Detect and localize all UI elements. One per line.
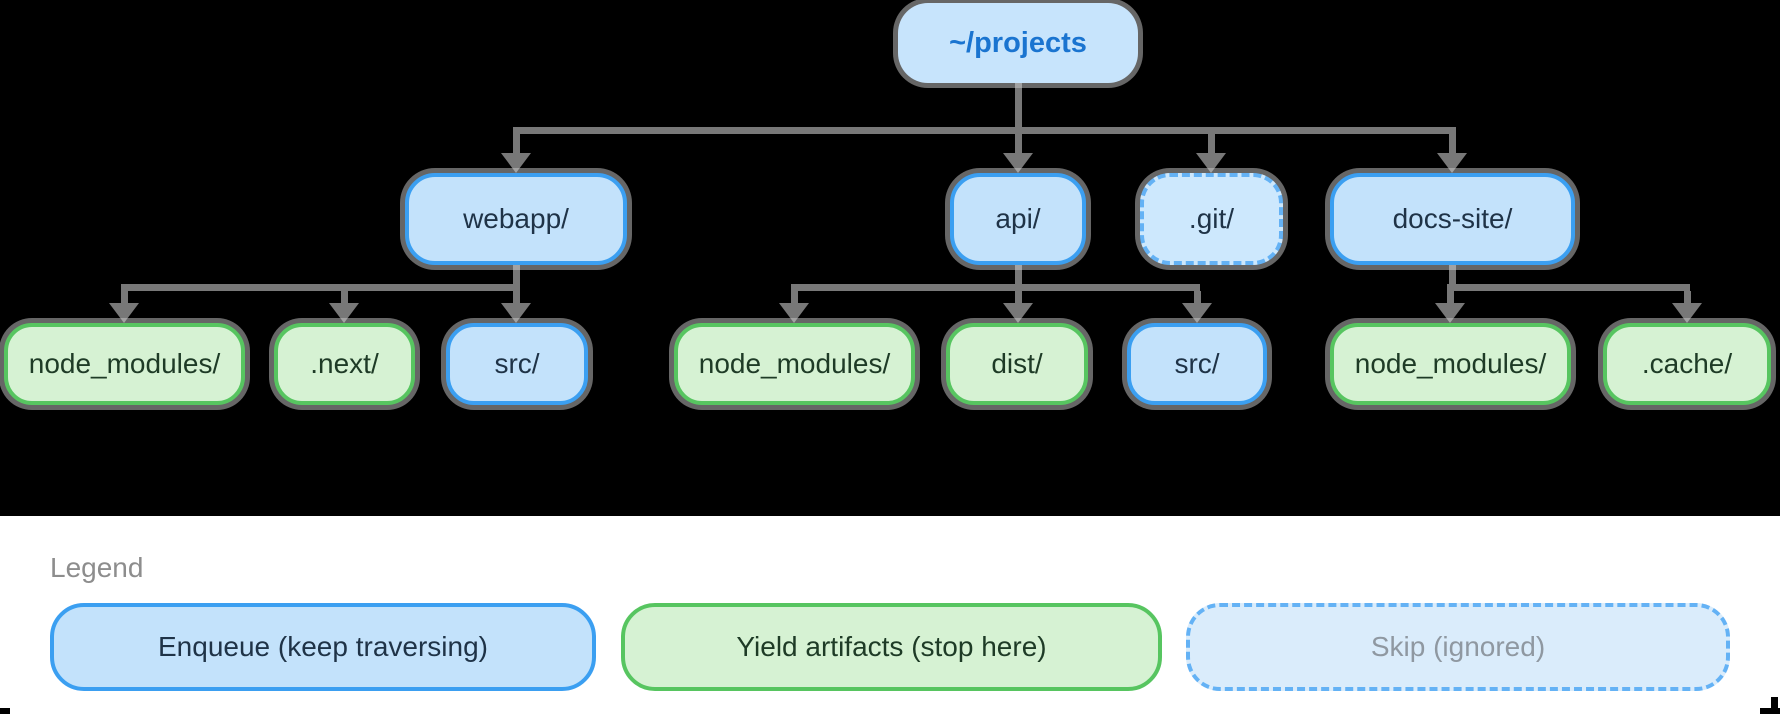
connector-drop-api <box>1015 134 1022 156</box>
connector-drop-cache <box>1684 291 1691 305</box>
tree-node-webapp-node-modules: node_modules/ <box>4 323 245 405</box>
connector-api-bus <box>791 284 1200 291</box>
tree-node-webapp-next: .next/ <box>274 323 415 405</box>
corner-mark-bottom-left <box>0 708 10 714</box>
connector-drop-nm3 <box>1447 291 1454 305</box>
arrowhead-icon-dist <box>1003 303 1033 323</box>
tree-node-api-src: src/ <box>1127 323 1267 405</box>
arrowhead-icon-docs <box>1437 153 1467 173</box>
connector-root-stub <box>1015 80 1022 134</box>
arrowhead-icon-src2 <box>1182 303 1212 323</box>
connector-drop-src2 <box>1194 291 1201 305</box>
tree-node-webapp-src: src/ <box>446 323 588 405</box>
connector-webapp-stub <box>513 265 520 291</box>
tree-node-docs-cache: .cache/ <box>1603 323 1771 405</box>
connector-webapp-bus <box>121 284 520 291</box>
arrowhead-icon-nm2 <box>779 303 809 323</box>
legend-item-yield: Yield artifacts (stop here) <box>621 603 1162 691</box>
corner-mark-bottom-right <box>1760 708 1780 714</box>
connector-drop-nm2 <box>791 291 798 305</box>
legend-item-skip: Skip (ignored) <box>1186 603 1730 691</box>
arrowhead-icon-api <box>1003 153 1033 173</box>
connector-drop-nm1 <box>121 291 128 305</box>
arrowhead-icon-nm3 <box>1435 303 1465 323</box>
tree-node-api-node-modules: node_modules/ <box>674 323 915 405</box>
legend-title: Legend <box>50 552 144 583</box>
connector-drop-git <box>1208 134 1215 156</box>
connector-drop-next <box>341 291 348 305</box>
tree-node-git: .git/ <box>1140 173 1283 265</box>
arrowhead-icon-nm1 <box>109 303 139 323</box>
connector-drop-dist <box>1015 291 1022 305</box>
connector-api-stub <box>1015 265 1022 291</box>
tree-node-api-dist: dist/ <box>946 323 1088 405</box>
tree-node-docs-node-modules: node_modules/ <box>1330 323 1571 405</box>
tree-node-webapp: webapp/ <box>405 173 627 265</box>
connector-drop-src1 <box>513 291 520 305</box>
connector-drop-docs <box>1449 134 1456 156</box>
connector-docs-bus <box>1447 284 1690 291</box>
tree-node-api: api/ <box>950 173 1086 265</box>
connector-drop-webapp <box>513 134 520 156</box>
corner-mark-bottom-right-v <box>1771 697 1778 714</box>
arrowhead-icon-cache <box>1672 303 1702 323</box>
arrowhead-icon-next <box>329 303 359 323</box>
arrowhead-icon-webapp <box>501 153 531 173</box>
legend-item-enqueue: Enqueue (keep traversing) <box>50 603 596 691</box>
arrowhead-icon-src1 <box>501 303 531 323</box>
connector-level1-bus <box>513 127 1456 134</box>
tree-node-root: ~/projects <box>898 3 1138 83</box>
connector-docs-stub <box>1449 265 1456 291</box>
arrowhead-icon-git <box>1196 153 1226 173</box>
tree-node-docs-site: docs-site/ <box>1330 173 1575 265</box>
